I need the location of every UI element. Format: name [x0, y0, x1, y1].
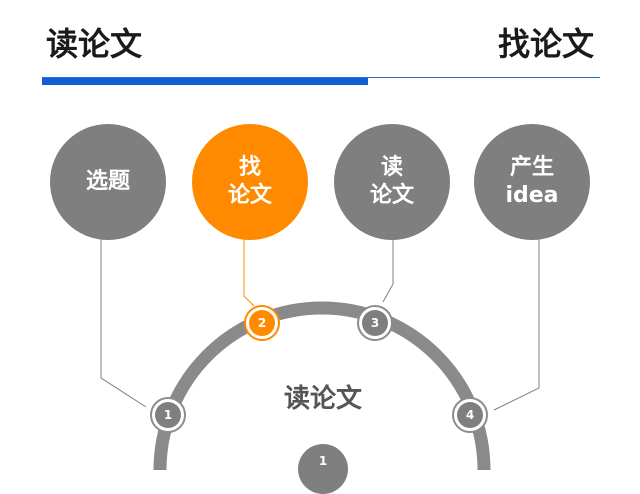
step-circle-1: 选题 — [50, 124, 166, 240]
arc-marker-4-number: 4 — [457, 402, 483, 428]
arc-marker-2: 2 — [244, 305, 280, 341]
connector-line-1 — [100, 238, 147, 408]
step-1-label: 选题 — [85, 169, 130, 194]
header-accent-bar — [42, 78, 368, 85]
process-diagram — [100, 238, 540, 471]
arc-marker-3-number: 3 — [362, 310, 388, 336]
step-2-label-line2: 论文 — [227, 183, 272, 208]
arc-marker-2-number: 2 — [249, 310, 275, 336]
step-2-label-line1: 找 — [238, 155, 261, 180]
bottom-marker-number: 1 — [318, 454, 328, 468]
arc-marker-3: 3 — [357, 305, 393, 341]
section-title: 找论文 — [497, 25, 594, 63]
process-arc — [153, 301, 491, 471]
step-circle-2: 找 论文 — [192, 124, 308, 240]
arc-marker-1: 1 — [150, 397, 186, 433]
page-title: 读论文 — [46, 25, 143, 63]
step-circle-4: 产生 idea — [474, 124, 590, 240]
arc-marker-4: 4 — [452, 397, 488, 433]
step-4-label-line2: idea — [505, 183, 559, 208]
step-circle-3: 读 论文 — [334, 124, 450, 240]
bottom-marker: 1 — [298, 444, 348, 494]
connector-line-2 — [243, 238, 255, 307]
step-3-label-line1: 读 — [380, 155, 403, 180]
connector-line-4 — [493, 238, 540, 411]
step-3-label-line2: 论文 — [369, 183, 414, 208]
connector-line-3 — [382, 238, 394, 303]
arc-marker-1-number: 1 — [155, 402, 181, 428]
header-divider — [42, 77, 600, 78]
step-4-label-line1: 产生 — [509, 155, 554, 180]
arc-center-label: 读论文 — [283, 384, 362, 414]
